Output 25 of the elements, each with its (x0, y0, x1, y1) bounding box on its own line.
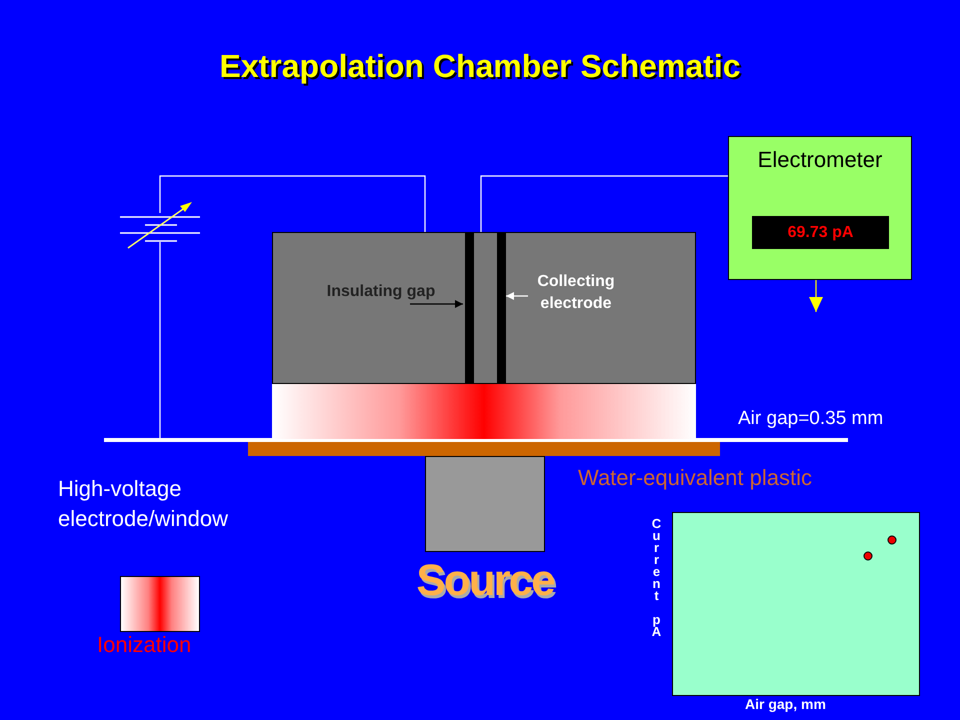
current-readout: 69.73 pA (752, 216, 889, 249)
variable-voltage-source-symbol (118, 200, 202, 250)
gap-label: Insulating gap (311, 281, 451, 331)
gap-value-label: Air gap=0.35 mm (738, 408, 884, 430)
electrode-label: Collecting electrode (511, 271, 641, 323)
electrode-plate (497, 233, 506, 385)
electrode-caption: High-voltage electrode/window (58, 475, 229, 533)
source-label: Source (415, 556, 556, 606)
electrometer-label: Electrometer (756, 147, 884, 173)
plastic-plate (248, 442, 720, 456)
wire (159, 175, 426, 232)
title: Extrapolation Chamber Schematic (218, 48, 742, 85)
leader-line (506, 292, 528, 300)
electrometer-box (728, 136, 912, 280)
legend-label: Ionization (97, 632, 192, 658)
plastic-caption: Water-equivalent plastic (578, 465, 812, 491)
ground-arrow (809, 280, 823, 312)
chamber-body (272, 232, 696, 384)
x-axis-label: Air gap, mm (745, 696, 826, 712)
wire (159, 242, 161, 438)
wire (480, 175, 728, 232)
leader-line (410, 300, 463, 308)
electrode-plate (465, 233, 474, 385)
ionization-region (272, 384, 696, 439)
y-axis-label: Current pA (648, 516, 665, 638)
